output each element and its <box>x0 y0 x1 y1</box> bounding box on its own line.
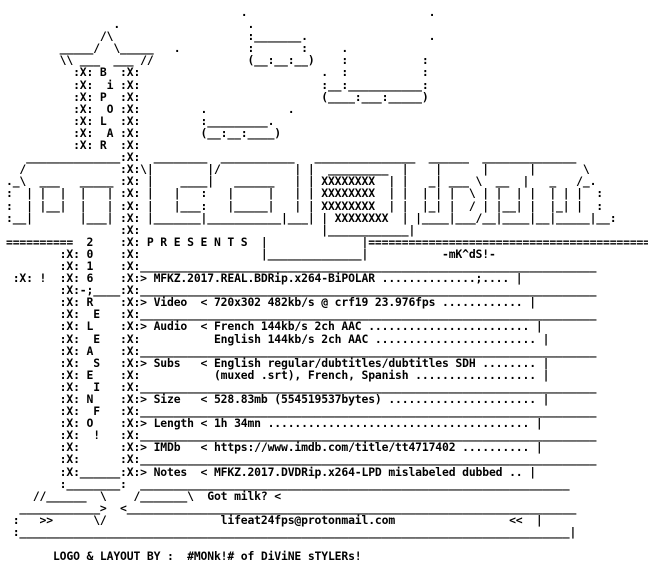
nfo-line: :X: O :X:> Length < 1h 34mn ............… <box>6 416 543 431</box>
nfo-line: _____/ \_____ . : : . <box>6 41 429 56</box>
nfo-line: :X: i :X: :__:___________: <box>6 77 429 92</box>
nfo-line: :X: L :X: :_________. <box>6 113 416 128</box>
nfo-line: ========== 2 :X: P R E S E N T S | |====… <box>6 234 648 249</box>
nfo-line: :X: F :X:_______________________________… <box>6 404 597 419</box>
nfo-line: :X: 0 :X: |______________| -mK^dS!- <box>6 246 496 261</box>
nfo-line: :________: _____________________________… <box>6 476 570 491</box>
nfo-line: :X: S :X:> Subs < English regular/dubtit… <box>6 355 550 370</box>
nfo-line: :X:______:X:> Notes < MFKZ.2017.DVDRip.x… <box>6 464 536 479</box>
nfo-line: ._\ ___ _____ :X: | ____| ______ | | XXX… <box>6 174 597 189</box>
nfo-line: :X: 1 :X:_______________________________… <box>6 258 597 273</box>
nfo-line: ____________> <_________________________… <box>6 500 577 515</box>
nfo-line: :X: L :X:> Audio < French 144kb/s 2ch AA… <box>6 319 543 334</box>
nfo-line: LOGO & LAYOUT BY : #MONk!# of DiViNE sTY… <box>6 549 362 564</box>
nfo-line: :X: P :X: (____:___:_____) <box>6 89 429 104</box>
nfo-line: :X: |____________| <box>6 222 416 237</box>
nfo-line: :X: E :X: (muxed .srt), French, Spanish … <box>6 367 550 382</box>
nfo-line: :X: R :X: <box>6 138 422 153</box>
nfo-line: :X: ! :X:_______________________________… <box>6 428 597 443</box>
nfo-line: :X: E :X: English 144kb/s 2ch AAC ......… <box>6 331 550 346</box>
nfo-line: : >> \/ lifeat24fps@protonmail.com << | <box>6 512 543 527</box>
nfo-line: //______ \ /_______\ Got milk? < <box>6 488 282 503</box>
nfo-line: ______________:X: ________ ___________ _… <box>6 150 577 165</box>
nfo-line: : | |__| | | :X: | |___: |_____| | | XXX… <box>6 198 603 213</box>
nfo-line: :X: ! :X: 6 :X:> MFKZ.2017.REAL.BDRip.x2… <box>6 271 523 286</box>
nfo-line: :X: N :X:> Size < 528.83mb (554519537byt… <box>6 392 550 406</box>
nfo-line: :X: R :X:> Video < 720x302 482kb/s @ crf… <box>6 295 536 310</box>
nfo-line: :X: B :X: . : : <box>6 65 429 80</box>
nfo-line: :__| |___| :X: |_______|___________|___|… <box>6 210 617 225</box>
nfo-line: \\ ___ ___ // (__:__:__) : : <box>6 53 429 68</box>
nfo-line: :X: :X:_________________________________… <box>6 452 597 467</box>
nfo-line: :X: I :X:_______________________________… <box>6 379 597 394</box>
nfo-line: :X: E :X:_______________________________… <box>6 307 597 322</box>
nfo-line: :_______________________________________… <box>6 525 577 540</box>
nfo-line: /\ :_______. . <box>6 29 436 44</box>
nfo-line: . . <box>6 5 436 19</box>
nfo-line: / :X:\| |/ | | _________ | | | | \ <box>6 162 590 177</box>
nfo-line: :X:-;____:X:____________________________… <box>6 283 597 298</box>
nfo-line: : | | | | | :X: | | : | | | | XXXXXXXX |… <box>6 186 603 201</box>
nfo-line: . . <box>6 17 429 32</box>
nfo-line: :X: A :X: (__:__:____) <box>6 125 422 140</box>
nfo-line: :X: O :X: . . <box>6 101 416 116</box>
nfo-line: :X: A :X:_______________________________… <box>6 343 597 358</box>
nfo-line: :X: :X:> IMDb < https://www.imdb.com/tit… <box>6 440 543 455</box>
